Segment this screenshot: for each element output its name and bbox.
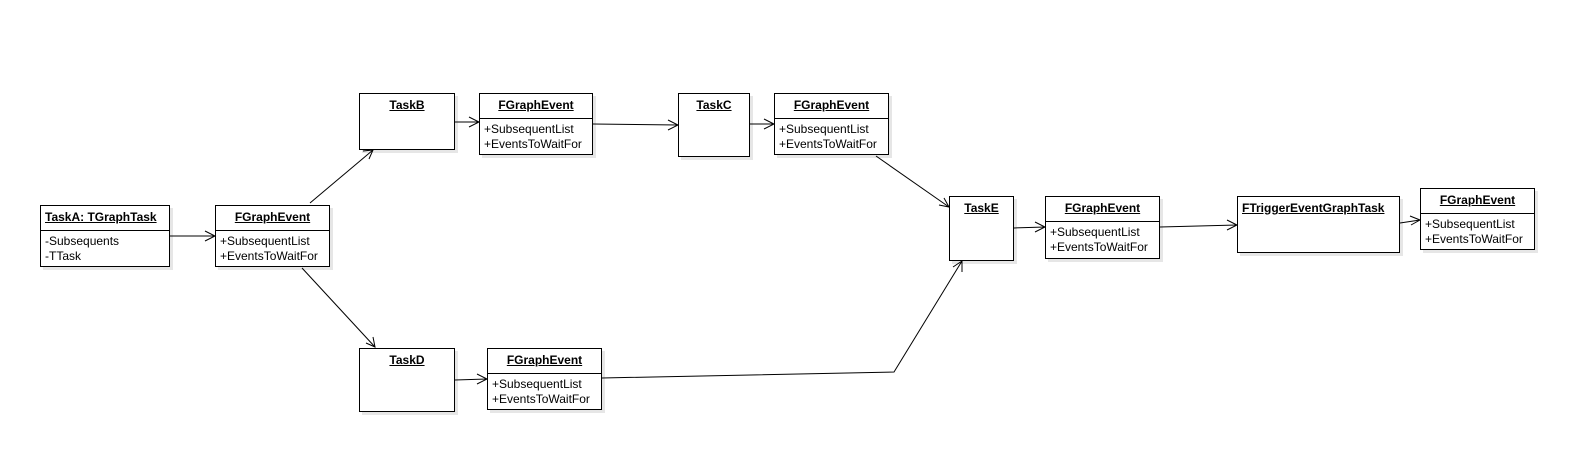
attribute: +EventsToWaitFor (220, 249, 318, 263)
node-event-d[interactable]: FGraphEvent +SubsequentList +EventsToWai… (487, 348, 602, 410)
node-event-a-title: FGraphEvent (234, 210, 311, 224)
node-task-a-attributes: -Subsequents -TTask (45, 234, 167, 264)
node-event-a-separator (216, 230, 329, 231)
attribute: +EventsToWaitFor (1425, 232, 1523, 246)
node-event-final-title: FGraphEvent (1439, 193, 1516, 207)
attribute: +EventsToWaitFor (484, 137, 582, 151)
edge-task-d-to-event-d (454, 373, 489, 385)
attribute: -TTask (45, 249, 81, 263)
node-event-b-attributes: +SubsequentList +EventsToWaitFor (484, 122, 590, 152)
edge-trigger-task-to-event-final (1399, 215, 1422, 226)
node-event-a-attributes: +SubsequentList +EventsToWaitFor (220, 234, 327, 264)
node-event-e-title: FGraphEvent (1064, 201, 1141, 215)
attribute: +EventsToWaitFor (779, 137, 877, 151)
attribute: +SubsequentList (1050, 225, 1140, 239)
node-event-c-title: FGraphEvent (793, 98, 870, 112)
attribute: +EventsToWaitFor (492, 392, 590, 406)
node-event-d-separator (488, 373, 601, 374)
node-trigger-task[interactable]: FTriggerEventGraphTask (1237, 196, 1400, 253)
attribute: +SubsequentList (492, 377, 582, 391)
edge-task-a-to-event-a (170, 230, 217, 242)
node-trigger-task-title: FTriggerEventGraphTask (1242, 201, 1385, 215)
node-event-e[interactable]: FGraphEvent +SubsequentList +EventsToWai… (1045, 196, 1160, 259)
node-task-a-separator (41, 230, 169, 231)
node-event-c[interactable]: FGraphEvent +SubsequentList +EventsToWai… (774, 93, 889, 155)
edge-event-c-to-task-e (875, 155, 950, 208)
node-task-e[interactable]: TaskE (949, 196, 1014, 261)
edge-event-a-to-task-b (309, 149, 374, 204)
node-event-final[interactable]: FGraphEvent +SubsequentList +EventsToWai… (1420, 188, 1535, 250)
attribute: +SubsequentList (779, 122, 869, 136)
node-event-final-separator (1421, 213, 1534, 214)
edge-event-b-to-task-c (592, 119, 680, 131)
node-event-b-separator (480, 118, 592, 119)
attribute: +EventsToWaitFor (1050, 240, 1148, 254)
node-event-e-separator (1046, 221, 1159, 222)
node-task-e-title: TaskE (964, 201, 999, 215)
edge-event-d-to-task-e (601, 260, 963, 379)
node-task-d[interactable]: TaskD (359, 348, 455, 412)
edge-task-e-to-event-e (1013, 221, 1047, 233)
node-task-a-title: TaskA: TGraphTask (45, 210, 157, 224)
node-event-b-title: FGraphEvent (498, 98, 574, 112)
attribute: +SubsequentList (220, 234, 310, 248)
node-task-b-title: TaskB (389, 98, 425, 112)
edge-event-a-to-task-d (301, 267, 376, 348)
node-event-c-separator (775, 118, 888, 119)
node-task-c[interactable]: TaskC (678, 93, 750, 157)
attribute: -Subsequents (45, 234, 120, 248)
node-task-a[interactable]: TaskA: TGraphTask -Subsequents -TTask (40, 205, 170, 267)
edge-task-b-to-event-b (455, 116, 481, 128)
node-event-b[interactable]: FGraphEvent +SubsequentList +EventsToWai… (479, 93, 593, 155)
node-task-b[interactable]: TaskB (359, 93, 455, 150)
node-event-d-attributes: +SubsequentList +EventsToWaitFor (492, 377, 599, 407)
node-task-c-title: TaskC (696, 98, 732, 112)
attribute: +SubsequentList (1425, 217, 1515, 231)
edge-event-e-to-trigger-task (1159, 219, 1239, 231)
node-event-d-title: FGraphEvent (506, 353, 583, 367)
node-event-e-attributes: +SubsequentList +EventsToWaitFor (1050, 225, 1157, 255)
node-event-c-attributes: +SubsequentList +EventsToWaitFor (779, 122, 886, 152)
edge-task-c-to-event-c (750, 118, 776, 130)
attribute: +SubsequentList (484, 122, 574, 136)
node-task-d-title: TaskD (389, 353, 425, 367)
node-event-final-attributes: +SubsequentList +EventsToWaitFor (1425, 217, 1532, 247)
